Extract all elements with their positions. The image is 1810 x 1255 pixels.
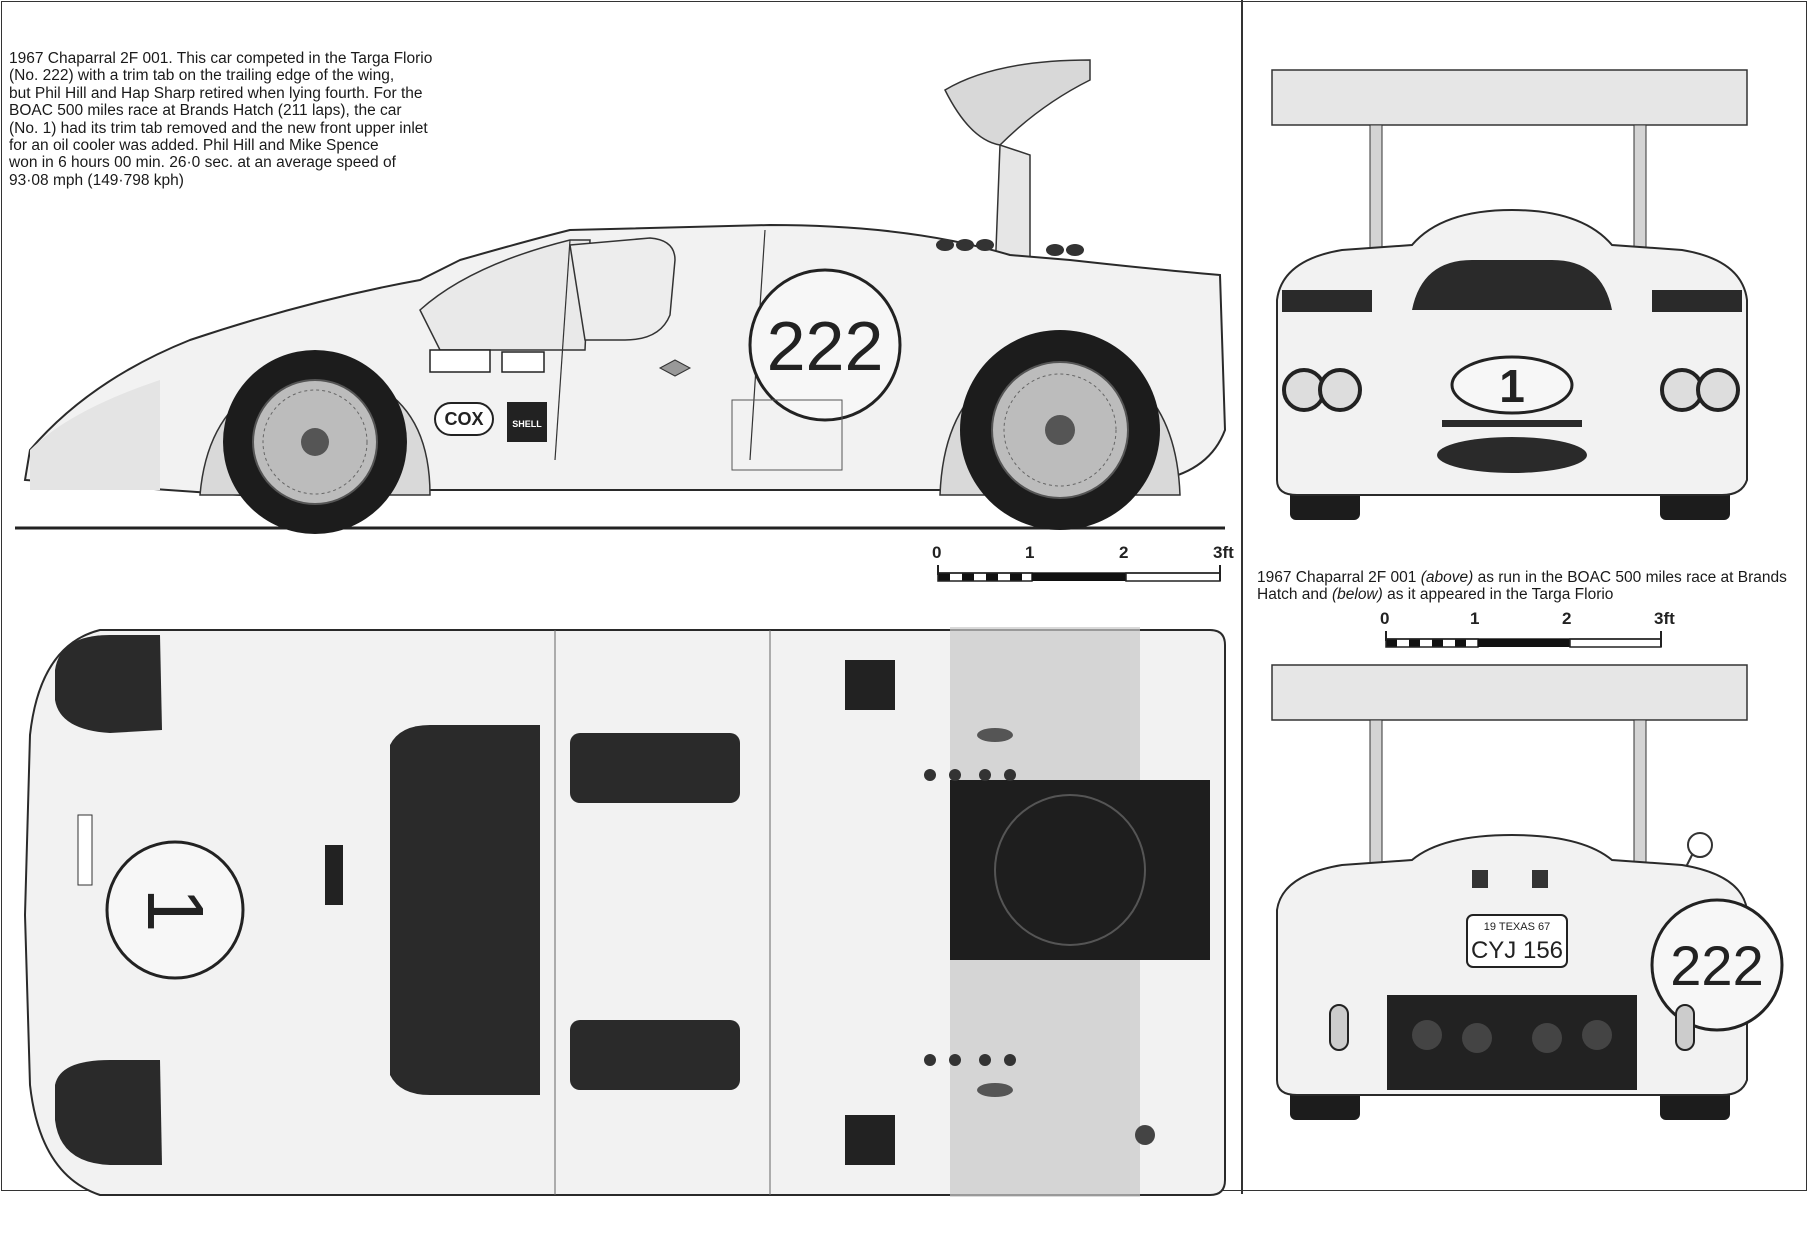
front-rear-caption: 1967 Chaparral 2F 001 (above) as run in … bbox=[1257, 569, 1802, 604]
scale-bar-right: 0 1 2 3ft bbox=[1378, 609, 1688, 648]
number-roundel-front bbox=[1450, 355, 1574, 415]
front-view-body bbox=[1276, 208, 1748, 496]
caption-text-3: as it appeared in the Targa Florio bbox=[1382, 586, 1614, 604]
front-left-tyre-top bbox=[55, 635, 162, 733]
number-roundel-top bbox=[105, 840, 245, 980]
cox-decal bbox=[434, 402, 494, 436]
number-roundel-side bbox=[748, 268, 902, 422]
shell-decal-text: SHELL bbox=[512, 419, 542, 429]
vertical-divider bbox=[1241, 0, 1243, 1194]
scale-tick-2: 2 bbox=[1119, 543, 1129, 562]
top-view-drawing: 1 bbox=[23, 627, 1226, 1197]
scale-tick-0: 0 bbox=[932, 543, 942, 562]
side-view-drawing: 222 COX SHELL bbox=[15, 59, 1227, 534]
intake-top-right bbox=[845, 1115, 895, 1165]
rear-wing bbox=[944, 59, 1091, 146]
side-view-caption: 1967 Chaparral 2F 001. This car competed… bbox=[9, 50, 433, 189]
vent bbox=[956, 239, 974, 251]
vent bbox=[976, 239, 994, 251]
window-top-right bbox=[570, 1020, 740, 1090]
vent bbox=[1066, 244, 1084, 256]
scale-tick-0: 0 bbox=[1380, 609, 1390, 628]
firestone-decal bbox=[429, 349, 491, 373]
race-number-side: 222 bbox=[767, 307, 884, 385]
vent bbox=[936, 239, 954, 251]
caption-below: (below) bbox=[1331, 586, 1383, 604]
race-number-front: 1 bbox=[1499, 360, 1525, 412]
scale-tick-3: 3ft bbox=[1213, 543, 1234, 562]
front-right-tyre-top bbox=[55, 1060, 162, 1165]
car-body-top bbox=[23, 629, 1226, 1196]
scale-bar-graphic bbox=[1385, 631, 1662, 648]
license-plate bbox=[1466, 914, 1568, 968]
cockpit-top bbox=[390, 725, 540, 1095]
flag-decal bbox=[501, 351, 545, 373]
headlight bbox=[1318, 368, 1362, 412]
rear-view-wing bbox=[1271, 664, 1748, 721]
engine-bay bbox=[950, 780, 1210, 960]
cox-decal-text: COX bbox=[444, 409, 483, 429]
race-number-top: 1 bbox=[131, 888, 220, 933]
windshield bbox=[1412, 260, 1612, 310]
side-window bbox=[569, 237, 676, 341]
intake-top-left bbox=[845, 660, 895, 710]
shell-decal bbox=[507, 402, 547, 442]
scale-tick-2: 2 bbox=[1562, 609, 1572, 628]
caption-text-1: 1967 Chaparral 2F 001 bbox=[1257, 569, 1421, 586]
front-intake bbox=[1437, 437, 1587, 473]
scale-bar-graphic bbox=[937, 565, 1221, 582]
scale-tick-1: 1 bbox=[1470, 609, 1480, 628]
scale-bar-left: 0 1 2 3ft bbox=[930, 543, 1240, 582]
license-plate-number: CYJ 156 bbox=[1471, 937, 1563, 964]
race-number-rear: 222 bbox=[1670, 934, 1763, 997]
front-view-wing bbox=[1271, 69, 1748, 126]
headlight bbox=[1696, 368, 1740, 412]
blueprint-page: 1967 Chaparral 2F 001. This car competed… bbox=[1, 0, 1807, 1197]
scale-tick-1: 1 bbox=[1025, 543, 1035, 562]
front-view-drawing: 1 bbox=[1271, 69, 1748, 520]
canopy bbox=[419, 239, 591, 351]
license-plate-top: 19 TEXAS 67 bbox=[1484, 921, 1550, 933]
caption-text-2: as run in the BOAC 500 miles race at Bra… bbox=[1257, 569, 1787, 604]
caption-above: (above) bbox=[1420, 569, 1474, 586]
scale-tick-3: 3ft bbox=[1654, 609, 1675, 628]
window-top-left bbox=[570, 733, 740, 803]
rear-view-drawing: 222 19 TEXAS 67 CYJ 156 bbox=[1271, 664, 1784, 1120]
vent bbox=[1046, 244, 1064, 256]
